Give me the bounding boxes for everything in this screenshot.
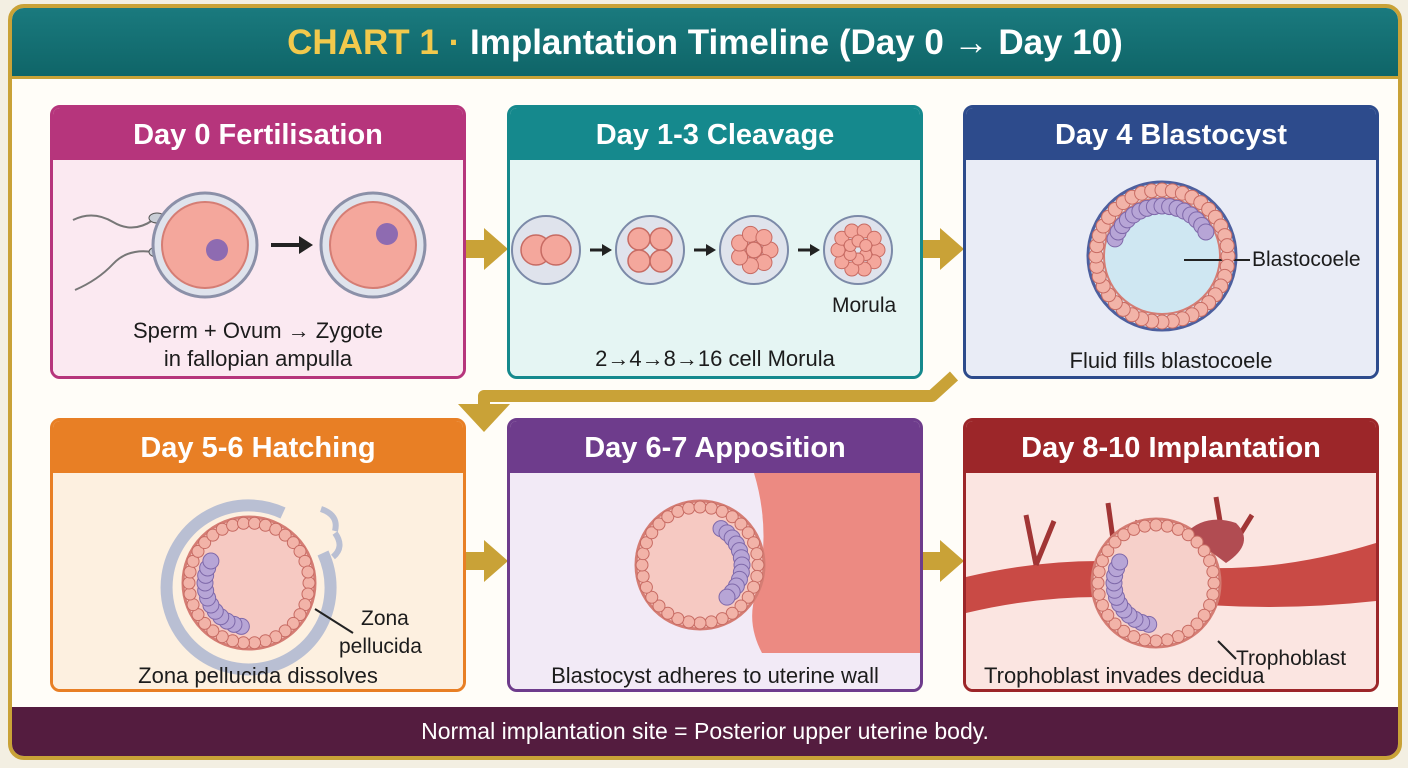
stage-panel-cleavage: Day 1-3 Cleavage Morula 2→4→8→16 cell Mo…	[507, 105, 923, 379]
cell-stage-4	[615, 215, 685, 285]
flow-arrow-3	[460, 540, 508, 582]
stage-heading: Day 5-6 Hatching	[53, 421, 463, 473]
stage-panel-fertilisation: Day 0 Fertilisation	[50, 105, 466, 379]
footer-note: Normal implantation site = Posterior upp…	[12, 707, 1398, 756]
zona-label-line1: Zona	[361, 607, 409, 630]
sperm-icon	[72, 212, 166, 291]
stage-caption: Trophoblast invades decidua	[984, 663, 1265, 688]
stage-body: Trophoblast Trophoblast invades decidua	[966, 473, 1376, 689]
flow-arrow-2	[916, 228, 964, 270]
stage-panel-blastocyst: Day 4 Blastocyst Blastocoele Fluid fills…	[963, 105, 1379, 379]
cleavage-illustration	[511, 215, 893, 285]
stage-caption-line1: Sperm + Ovum → Zygote	[132, 318, 384, 343]
stage-caption-line2: in fallopian ampulla	[163, 346, 353, 371]
apposition-illustration	[634, 473, 920, 653]
flow-arrow-4	[916, 540, 964, 582]
stage-body: Morula 2→4→8→16 cell Morula	[510, 160, 920, 376]
arrow-icon	[271, 236, 313, 254]
hatching-illustration	[160, 499, 354, 676]
stage-caption: Fluid fills blastocoele	[1069, 348, 1273, 373]
stage-heading: Day 6-7 Apposition	[510, 421, 920, 473]
fertilisation-illustration	[72, 191, 427, 299]
stage-body: Blastocoele Fluid fills blastocoele	[966, 160, 1376, 376]
stage-caption: 2→4→8→16 cell Morula	[595, 346, 835, 371]
zona-label-line2: pellucida	[339, 635, 422, 658]
stage-body: Blastocyst adheres to uterine wall	[510, 473, 920, 689]
chart-frame: CHART 1 · Implantation Timeline (Day 0 →…	[8, 4, 1402, 760]
flow-arrow-down	[458, 371, 959, 432]
stage-panel-apposition: Day 6-7 Apposition Blastocyst adheres to…	[507, 418, 923, 692]
blastocoele-label: Blastocoele	[1252, 248, 1361, 271]
stage-body: Zona pellucida Zona pellucida dissolves	[53, 473, 463, 689]
blastocyst-illustration	[1086, 180, 1250, 332]
morula-label: Morula	[832, 294, 897, 317]
stage-heading: Day 1-3 Cleavage	[510, 108, 920, 160]
implantation-illustration	[966, 496, 1376, 660]
ovum-icon	[151, 191, 259, 299]
stage-body: Sperm + Ovum → Zygote in fallopian ampul…	[53, 160, 463, 376]
stage-heading: Day 8-10 Implantation	[966, 421, 1376, 473]
flow-arrow-1	[460, 228, 508, 270]
title-prefix: CHART 1	[287, 23, 439, 62]
zygote-icon	[319, 191, 427, 299]
stage-heading: Day 4 Blastocyst	[966, 108, 1376, 160]
stage-caption: Blastocyst adheres to uterine wall	[551, 663, 879, 688]
stage-caption: Zona pellucida dissolves	[138, 663, 378, 688]
stage-heading: Day 0 Fertilisation	[53, 108, 463, 160]
title-banner: CHART 1 · Implantation Timeline (Day 0 →…	[12, 8, 1398, 79]
stage-panel-implantation: Day 8-10 Implantation Trophoblast Tropho…	[963, 418, 1379, 692]
title-separator: ·	[448, 23, 461, 62]
stage-panel-hatching: Day 5-6 Hatching Zona pellucida Zona pel…	[50, 418, 466, 692]
trophoblast-label: Trophoblast	[1236, 647, 1347, 670]
title-main: Implantation Timeline (Day 0 → Day 10)	[469, 23, 1123, 62]
